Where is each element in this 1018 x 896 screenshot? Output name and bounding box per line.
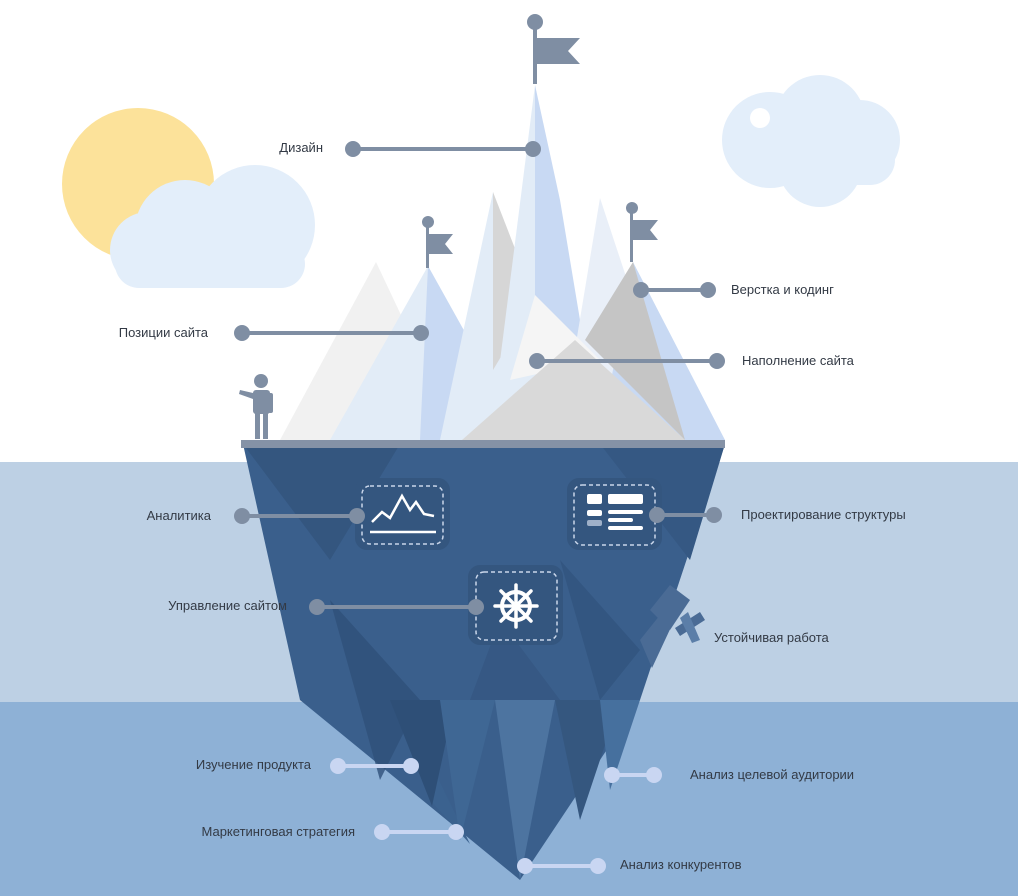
connector-site-positions xyxy=(234,325,429,341)
connector-design xyxy=(345,141,541,157)
connector-competitor-analysis xyxy=(517,858,606,874)
label-analytics: Аналитика xyxy=(146,508,211,523)
person-icon xyxy=(239,374,273,439)
connector-site-content xyxy=(529,353,725,369)
label-competitor-analysis: Анализ конкурентов xyxy=(620,857,742,872)
label-site-positions: Позиции сайта xyxy=(118,325,208,340)
label-structure-design: Проектирование структуры xyxy=(741,507,906,522)
satellite-icon xyxy=(640,585,705,668)
label-site-management: Управление сайтом xyxy=(168,598,287,613)
iceberg-underwater xyxy=(243,444,725,880)
connector-product-study xyxy=(330,758,419,774)
connector-marketing-strategy xyxy=(374,824,464,840)
iceberg-deck xyxy=(241,440,725,448)
label-design: Дизайн xyxy=(279,140,323,155)
connector-analytics xyxy=(234,508,365,524)
connector-target-audience xyxy=(604,767,662,783)
label-marketing-strategy: Маркетинговая стратегия xyxy=(201,824,356,839)
iceberg-above-water xyxy=(280,85,725,440)
label-product-study: Изучение продукта xyxy=(195,757,311,772)
flag-icon xyxy=(626,202,658,262)
flag-icon xyxy=(422,216,453,268)
cloud-icon xyxy=(722,75,900,207)
label-site-content: Наполнение сайта xyxy=(742,353,854,368)
label-stable-operation: Устойчивая работа xyxy=(714,630,829,645)
connector-layout-coding xyxy=(633,282,716,298)
label-target-audience: Анализ целевой аудитории xyxy=(690,767,855,782)
chart-line-icon xyxy=(355,478,450,550)
connector-site-management xyxy=(309,599,484,615)
connector-structure-design xyxy=(649,507,722,523)
layout-blocks-icon xyxy=(567,478,662,550)
cloud-icon xyxy=(110,165,315,288)
flag-icon xyxy=(527,14,580,84)
label-layout-coding: Верстка и кодинг xyxy=(731,282,834,297)
